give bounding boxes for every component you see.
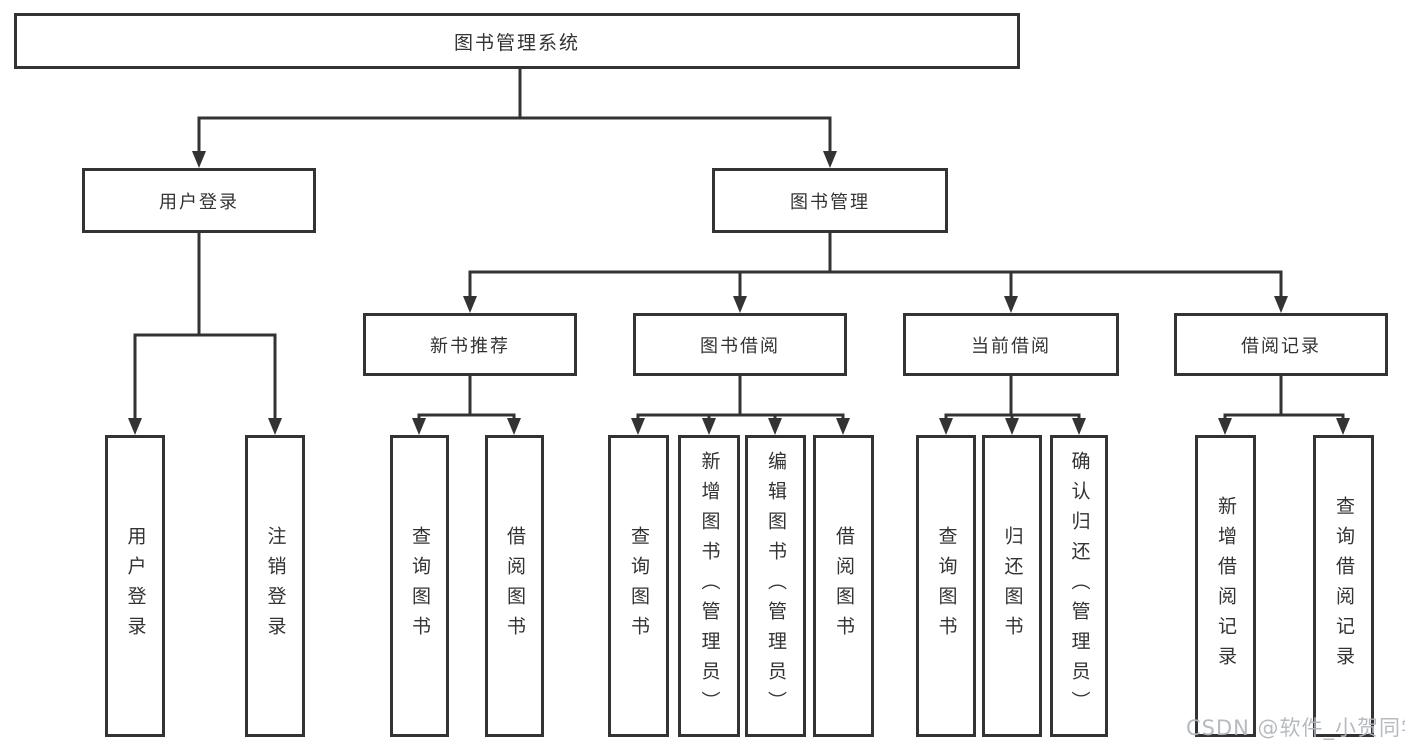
node-current-borrow: 当前借阅	[903, 313, 1119, 376]
leaf-recommend-borrow-books: 借阅图书	[485, 435, 544, 737]
arrowhead-borrow-edit	[768, 418, 782, 435]
leaf-borrow-books: 借阅图书	[813, 435, 874, 737]
leaf-borrow-query-books: 查询图书	[608, 435, 669, 737]
node-new-book-recommend: 新书推荐	[363, 313, 577, 376]
leaf-confirm-return-admin-label: 确认归还（管理员）	[1068, 451, 1091, 721]
node-book-management-label: 图书管理	[790, 191, 870, 213]
connector-borrow-split	[636, 413, 845, 419]
node-root-system: 图书管理系统	[14, 13, 1020, 69]
leaf-borrow-books-label: 借阅图书	[832, 526, 855, 646]
arrowhead-borrow-add	[702, 418, 716, 435]
leaf-recommend-query-books-label: 查询图书	[408, 526, 431, 646]
node-current-borrow-label: 当前借阅	[971, 335, 1051, 357]
node-book-borrow: 图书借阅	[633, 313, 847, 376]
leaf-add-borrow-record-label: 新增借阅记录	[1214, 496, 1237, 676]
node-user-login: 用户登录	[82, 168, 316, 233]
leaf-borrow-query-books-label: 查询图书	[627, 526, 650, 646]
arrowhead-current-return	[1005, 418, 1019, 435]
arrowhead-book-management	[823, 151, 837, 168]
leaf-add-books-admin: 新增图书（管理员）	[678, 435, 740, 737]
arrowhead-current-confirm	[1072, 418, 1086, 435]
arrowhead-user-login	[192, 151, 206, 168]
node-borrow-records: 借阅记录	[1174, 313, 1388, 376]
node-user-login-label: 用户登录	[159, 191, 239, 213]
connector-level3-split	[468, 270, 1283, 297]
leaf-logout-label: 注销登录	[264, 526, 287, 646]
arrowhead-leaf-user-login	[128, 418, 142, 435]
leaf-recommend-query-books: 查询图书	[390, 435, 449, 737]
arrowhead-current-query	[939, 418, 953, 435]
csdn-watermark: CSDN @软件_小贺同学	[1186, 716, 1405, 740]
arrowhead-leaf-logout	[268, 418, 282, 435]
leaf-return-books-label: 归还图书	[1001, 526, 1024, 646]
arrowhead-borrow-records	[1274, 296, 1288, 313]
leaf-current-query-books: 查询图书	[916, 435, 976, 737]
arrowhead-current-borrow	[1004, 296, 1018, 313]
leaf-user-login-label: 用户登录	[124, 526, 147, 646]
leaf-query-borrow-record-label: 查询借阅记录	[1332, 496, 1355, 676]
leaf-return-books: 归还图书	[982, 435, 1042, 737]
arrowhead-records-add	[1218, 418, 1232, 435]
leaf-query-borrow-record: 查询借阅记录	[1313, 435, 1374, 737]
node-borrow-records-label: 借阅记录	[1241, 335, 1321, 357]
leaf-edit-books-admin-label: 编辑图书（管理员）	[764, 451, 787, 721]
connector-records-split	[1223, 413, 1345, 419]
arrowhead-records-query	[1336, 418, 1350, 435]
leaf-confirm-return-admin: 确认归还（管理员）	[1050, 435, 1108, 737]
arrowhead-recommend-query	[412, 418, 426, 435]
arrowhead-new-book-recommend	[463, 296, 477, 313]
leaf-recommend-borrow-books-label: 借阅图书	[503, 526, 526, 646]
leaf-logout: 注销登录	[245, 435, 305, 737]
arrowhead-book-borrow	[733, 296, 747, 313]
node-root-label: 图书管理系统	[453, 31, 580, 54]
leaf-add-borrow-record: 新增借阅记录	[1195, 435, 1256, 737]
leaf-user-login: 用户登录	[105, 435, 165, 737]
connector-user-split	[133, 333, 277, 419]
leaf-add-books-admin-label: 新增图书（管理员）	[698, 451, 721, 721]
leaf-edit-books-admin: 编辑图书（管理员）	[745, 435, 806, 737]
arrowhead-recommend-borrow	[507, 418, 521, 435]
node-book-management: 图书管理	[712, 168, 948, 233]
node-new-book-recommend-label: 新书推荐	[430, 335, 510, 357]
arrowhead-borrow-borrow	[836, 418, 850, 435]
node-book-borrow-label: 图书借阅	[700, 335, 780, 357]
arrowhead-borrow-query	[631, 418, 645, 435]
connector-recommend-split	[417, 413, 516, 419]
connector-level2-split	[197, 116, 832, 152]
leaf-current-query-books-label: 查询图书	[935, 526, 958, 646]
